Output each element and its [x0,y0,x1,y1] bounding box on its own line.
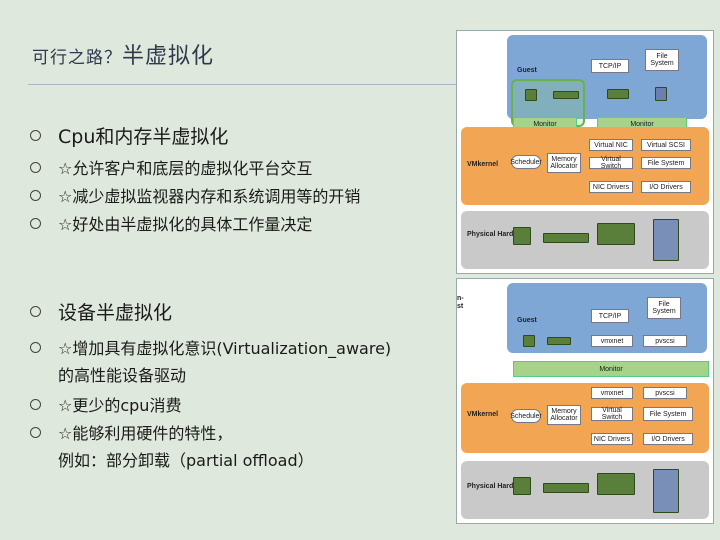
monitor-box: Monitor [513,361,709,377]
bullet-circle-icon [30,130,41,141]
guest-label: Guest [517,317,537,324]
cpu-chip-icon [513,227,531,245]
tcpip-box: TCP/IP [591,59,629,73]
disk-icon [655,87,667,101]
memory-card-icon [543,483,589,493]
cpu-chip-icon [513,477,531,495]
bullet-item: ☆减少虚拟监视器内存和系统调用等的开销 [30,183,360,207]
bullet-text: Cpu和内存半虚拟化 [58,126,229,148]
bullet-circle-icon [30,306,41,317]
title-main: 半虚拟化 [122,44,215,69]
slide-title: 可行之路？半虚拟化 [32,38,214,70]
bullet-circle-icon [30,161,41,173]
bullet-circle-icon [30,341,41,353]
vswitch-box: Virtual Switch [589,156,633,170]
card-icon [607,89,629,99]
vmxnet-box: vmxnet [591,335,633,347]
bullet-item: ☆更少的cpu消费 [30,392,181,416]
scheduler-box: Scheduler [510,409,542,423]
io-drivers-box: I/O Drivers [643,433,693,445]
bullet-circle-icon [30,398,41,410]
bullet-item: 的高性能设备驱动 [30,362,186,386]
card-icon [547,337,571,345]
vmkernel-label: VMkernel [467,161,499,168]
io-drivers-box: I/O Drivers [641,181,691,193]
cut-label: n- st [457,295,464,310]
chip-icon [523,335,535,347]
chip-icon [525,89,537,101]
vscsi-box: Virtual SCSI [641,139,691,151]
pvscsi-box: pvscsi [643,335,687,347]
fs-box: File System [641,157,691,169]
bullet-item: 例如：部分卸载（partial offload） [30,447,314,471]
memalloc-box: Memory Allocator [547,153,581,173]
bullet-item: ☆能够利用硬件的特性， [30,420,232,444]
vmkernel-label: VMkernel [467,411,499,418]
bullet-item: ☆好处由半虚拟化的具体工作量决定 [30,211,312,235]
scheduler-box: Scheduler [510,155,542,169]
bullet-text: ☆增加具有虚拟化意识(Virtualization_aware) [58,339,392,358]
title-prefix: 可行之路？ [32,48,122,68]
tcpip-box: TCP/IP [591,309,629,323]
bullet-text: 的高性能设备驱动 [58,366,187,385]
bullet-circle-icon [30,217,41,229]
bullet-item: ☆允许客户和底层的虚拟化平台交互 [30,155,312,179]
guest-label: Guest [517,67,537,74]
diagram-full-virtualization: Guest TCP/IP File System Monitor Monitor… [456,30,714,274]
bullet-text: ☆好处由半虚拟化的具体工作量决定 [58,215,313,234]
bullet-circle-icon [30,426,41,438]
vswitch-box: Virtual Switch [591,407,633,421]
title-rule [28,84,656,85]
hardware-label: Physical Hardware [467,231,530,238]
memalloc-box: Memory Allocator [547,405,581,425]
bullet-text: 设备半虚拟化 [58,302,173,324]
fs-box: File System [643,407,693,421]
disk-drive-icon [653,219,679,261]
diagram-paravirtualization: n- st Guest TCP/IP File System vmxnet pv… [456,278,714,524]
hardware-label: Physical Hardware [467,483,530,490]
vmxnet2-box: vmxnet [591,387,633,399]
pvscsi2-box: pvscsi [643,387,687,399]
card-icon [553,91,579,99]
bullet-text: ☆能够利用硬件的特性， [58,424,233,443]
bullet-heading-cpu: Cpu和内存半虚拟化 [30,122,228,149]
disk-drive-icon [653,469,679,513]
bullet-circle-icon [30,189,41,201]
vnic-box: Virtual NIC [589,139,633,151]
bullet-item: ☆增加具有虚拟化意识(Virtualization_aware) [30,335,391,359]
bullet-text: ☆允许客户和底层的虚拟化平台交互 [58,159,313,178]
bullet-text: 例如：部分卸载（partial offload） [58,451,314,470]
bullet-heading-device: 设备半虚拟化 [30,298,172,325]
filesystem-box: File System [645,49,679,71]
bullet-text: ☆减少虚拟监视器内存和系统调用等的开销 [58,187,361,206]
nic-drivers-box: NIC Drivers [591,433,633,445]
filesystem-box: File System [647,297,681,319]
nic-card-icon [597,223,635,245]
memory-card-icon [543,233,589,243]
bullet-text: ☆更少的cpu消费 [58,396,182,415]
nic-drivers-box: NIC Drivers [589,181,633,193]
nic-card-icon [597,473,635,495]
